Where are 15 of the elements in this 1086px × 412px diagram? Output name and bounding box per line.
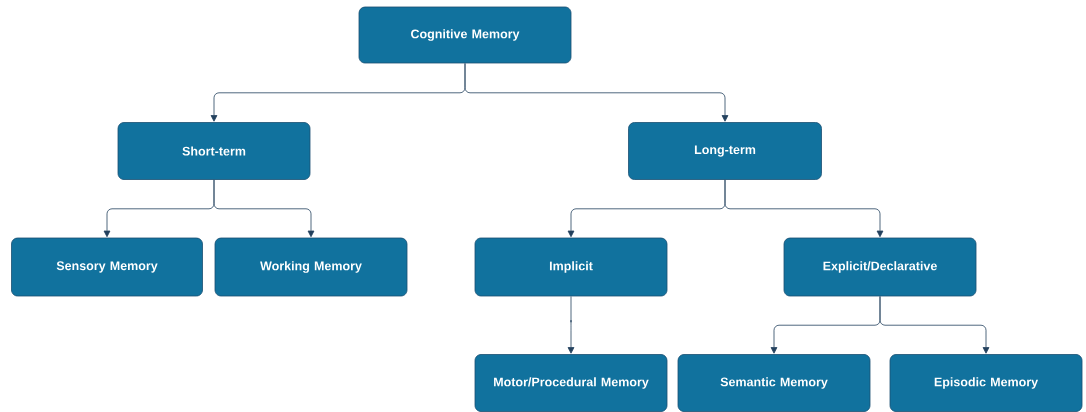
memory-box: Working Memory [214, 237, 408, 297]
arrow [213, 179, 315, 238]
memory-box: Implicit [474, 237, 668, 297]
arrow [567, 296, 575, 354]
arrow [879, 296, 990, 354]
memory-box: Cognitive Memory [358, 6, 572, 64]
memory-box: Motor/Procedural Memory [474, 354, 668, 412]
memory-box: Sensory Memory [11, 237, 203, 297]
memory-box: Short-term [117, 122, 311, 180]
memory-box: Episodic Memory [889, 354, 1083, 412]
memory-box: Explicit/Declarative [783, 237, 977, 297]
memory-box: Long-term [628, 122, 822, 180]
arrow [464, 63, 729, 122]
arrow [724, 179, 884, 238]
memory-box: Semantic Memory [677, 354, 871, 412]
